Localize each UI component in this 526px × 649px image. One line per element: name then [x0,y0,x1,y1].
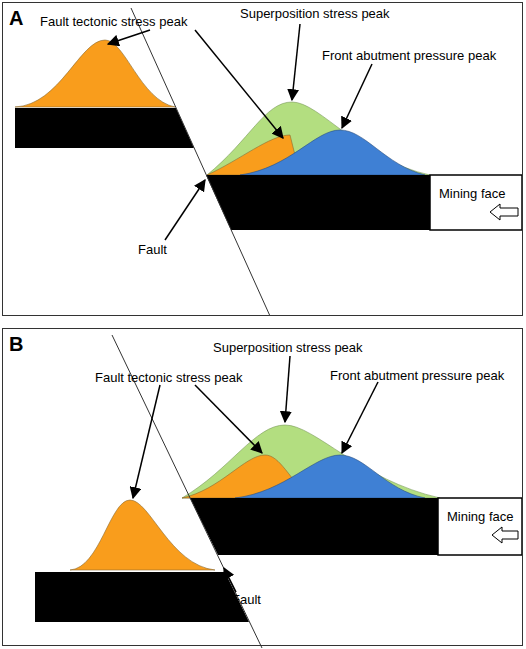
coal-seam [190,498,438,555]
callout-label: Superposition stress peak [213,340,363,355]
leader-line [195,385,262,453]
callout-label: Front abutment pressure peak [322,48,496,63]
mining-face-label: Mining face [439,186,505,201]
panel-letter: B [9,333,23,356]
leader-line [224,568,236,592]
stress-curve [240,130,425,175]
stress-curve [70,500,215,570]
mined-area [438,498,522,555]
callout-label: Fault [138,242,167,257]
coal-seam [35,572,249,622]
stress-curve [15,40,175,107]
leader-line [342,64,372,128]
mining-face-label: Mining face [447,509,513,524]
fault-line [131,8,270,316]
callout-label: Front abutment pressure peak [330,368,504,383]
coal-seam [206,175,430,230]
callout-label: Fault tectonic stress peak [95,370,242,385]
leader-line [285,356,290,422]
callout-label: Fault tectonic stress peak [40,14,187,29]
direction-arrow [490,204,518,220]
direction-arrow [492,527,518,543]
mining-face-box: Mining face [431,176,525,233]
leader-line [292,24,300,100]
leader-line [133,385,160,498]
leader-line [342,382,378,453]
stress-curve [207,102,430,175]
panel-letter: A [9,7,23,30]
mined-area [430,175,522,230]
leader-line [165,180,205,240]
callout-label: Superposition stress peak [240,6,390,21]
coal-seam [15,108,194,148]
mining-face-box: Mining face [439,499,525,556]
stress-curve [235,455,425,498]
stress-curve [182,425,440,498]
callout-label: Fault [232,592,261,607]
leader-line [195,30,283,138]
leader-line [108,30,150,44]
